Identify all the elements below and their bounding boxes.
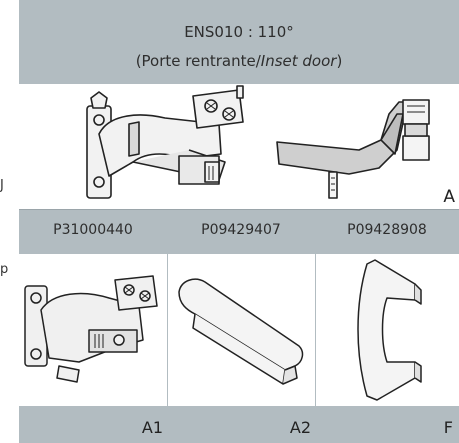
part-cell-a2 [167,254,316,406]
part-label: F [443,418,453,437]
part-label-row: A1 A2 F [19,406,459,443]
cropped-edge-text: J [0,178,4,193]
hinge-spec-table: ENS010 : 110° (Porte rentrante/Inset doo… [19,0,459,443]
part-code-row: P31000440 P09429407 P09428908 [19,210,459,254]
assembly-label: A [443,187,455,207]
hinge-side-illustration [276,99,430,199]
part-code: P09429407 [201,222,281,238]
part-label: A1 [141,418,163,437]
part-code: P09428908 [347,222,427,238]
part-illustration-row [19,254,459,406]
bracket-illustration [357,259,422,401]
hinge-perspective-illustration [86,85,244,199]
part-label: A2 [289,418,311,437]
door-type-subtitle: (Porte rentrante/Inset door) [135,52,343,70]
cover-cap-illustration [178,278,304,385]
cropped-edge-text: p [0,262,9,277]
part-code: P31000440 [53,222,133,238]
part-cell-f [315,254,459,406]
table-header: ENS010 : 110° (Porte rentrante/Inset doo… [19,0,459,84]
part-cell-a1 [19,254,168,406]
hinge-model-title: ENS010 : 110° [184,23,294,41]
hinge-body-illustration [24,275,158,383]
hinge-illustration-row: A [19,84,459,210]
